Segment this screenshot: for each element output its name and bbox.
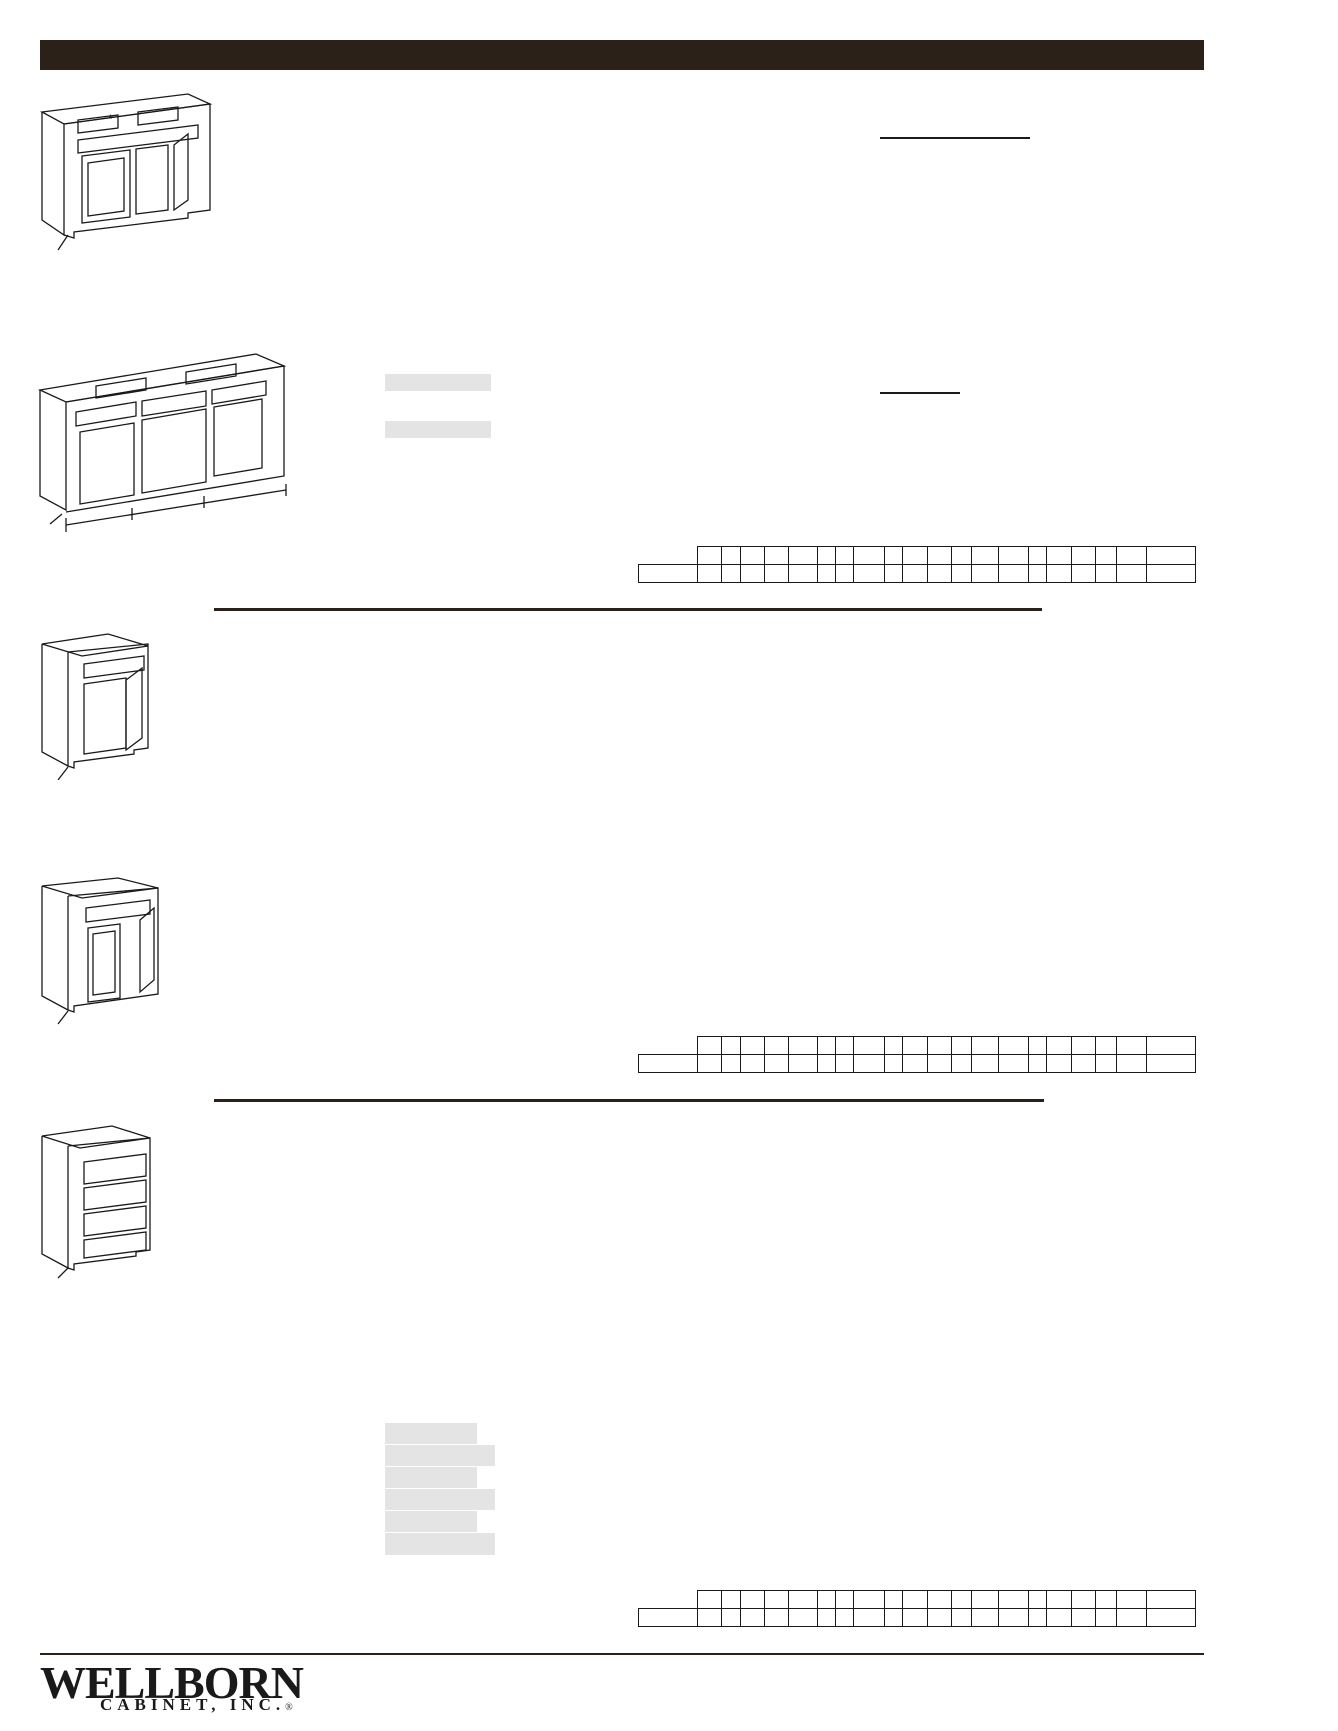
vanity-drawer-base-icon	[38, 1122, 158, 1282]
label-box	[385, 1511, 477, 1532]
section-divider	[214, 608, 1042, 611]
price-table	[638, 1036, 1196, 1073]
price-table	[638, 546, 1196, 583]
vanity-base-cabinet-2-door-icon: *	[38, 90, 218, 255]
footer-divider	[40, 1653, 1204, 1655]
table-header-row	[639, 546, 1196, 565]
label-box	[385, 374, 491, 391]
table-row	[638, 1054, 1196, 1073]
logo-main-text: WELLBORN	[40, 1657, 304, 1708]
label-box	[385, 1423, 477, 1444]
table-header-row	[639, 1590, 1196, 1609]
vanity-base-1-door-icon	[38, 630, 158, 780]
label-box	[385, 1489, 495, 1510]
underline	[880, 137, 1030, 139]
vanity-base-2-door-icon	[38, 876, 168, 1026]
price-table	[638, 1590, 1196, 1627]
header-bar	[40, 40, 1204, 70]
table-header-row	[639, 1036, 1196, 1055]
vanity-sink-base-wide-icon	[36, 350, 296, 540]
table-row	[638, 564, 1196, 583]
underline	[880, 392, 960, 394]
wellborn-logo: WELLBORN CABINET, INC.®	[40, 1660, 340, 1720]
label-box	[385, 1445, 495, 1466]
table-row	[638, 1608, 1196, 1627]
label-box	[385, 1533, 495, 1555]
svg-text:*: *	[108, 112, 113, 126]
logo-sub-text: CABINET, INC.	[100, 1695, 286, 1714]
registered-mark: ®	[285, 1702, 293, 1713]
label-box	[385, 421, 491, 438]
label-box	[385, 1467, 477, 1488]
section-divider	[214, 1099, 1044, 1102]
